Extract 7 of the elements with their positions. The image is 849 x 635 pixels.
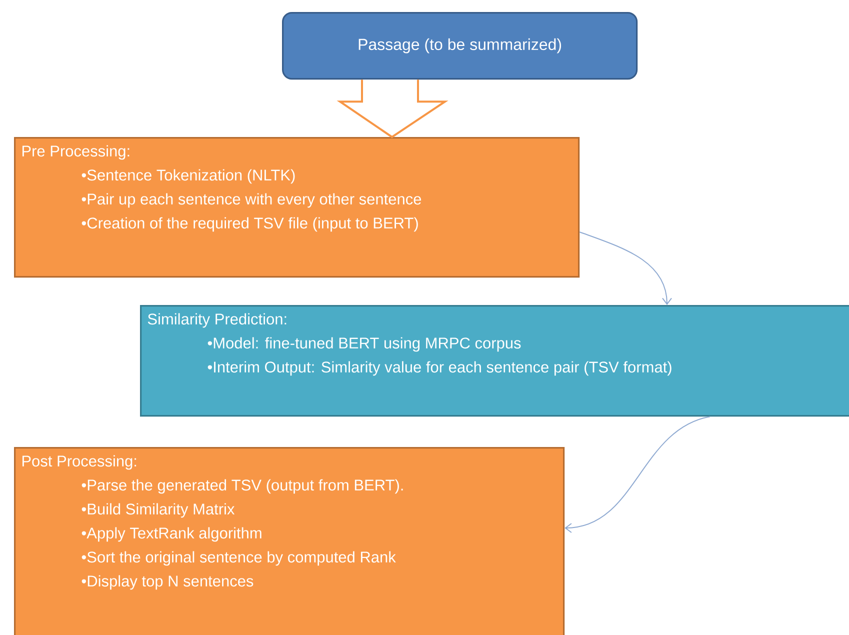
block-arrow bbox=[336, 78, 448, 138]
curved-arrow bbox=[579, 232, 672, 305]
process-box: Post Processing: •Parse the generated TSV (output from BERT). •Build Similarity Matrix •Apply TextRank algorithm •Sort the original sentence by computed Rank •Display top N sentences bbox=[14, 447, 565, 635]
start-box: Passage (to be summarized) bbox=[282, 12, 638, 80]
curved-arrow bbox=[564, 416, 710, 533]
process-box: Similarity Prediction: •Model: fine-tuned BERT using MRPC corpus •Interim Output: Simlarity value for each sentence pair (TSV format) bbox=[140, 305, 849, 417]
process-box: Pre Processing: •Sentence Tokenization (NLTK) •Pair up each sentence with every other sentence •Creation of the required TSV file (input to BERT) bbox=[14, 137, 580, 278]
